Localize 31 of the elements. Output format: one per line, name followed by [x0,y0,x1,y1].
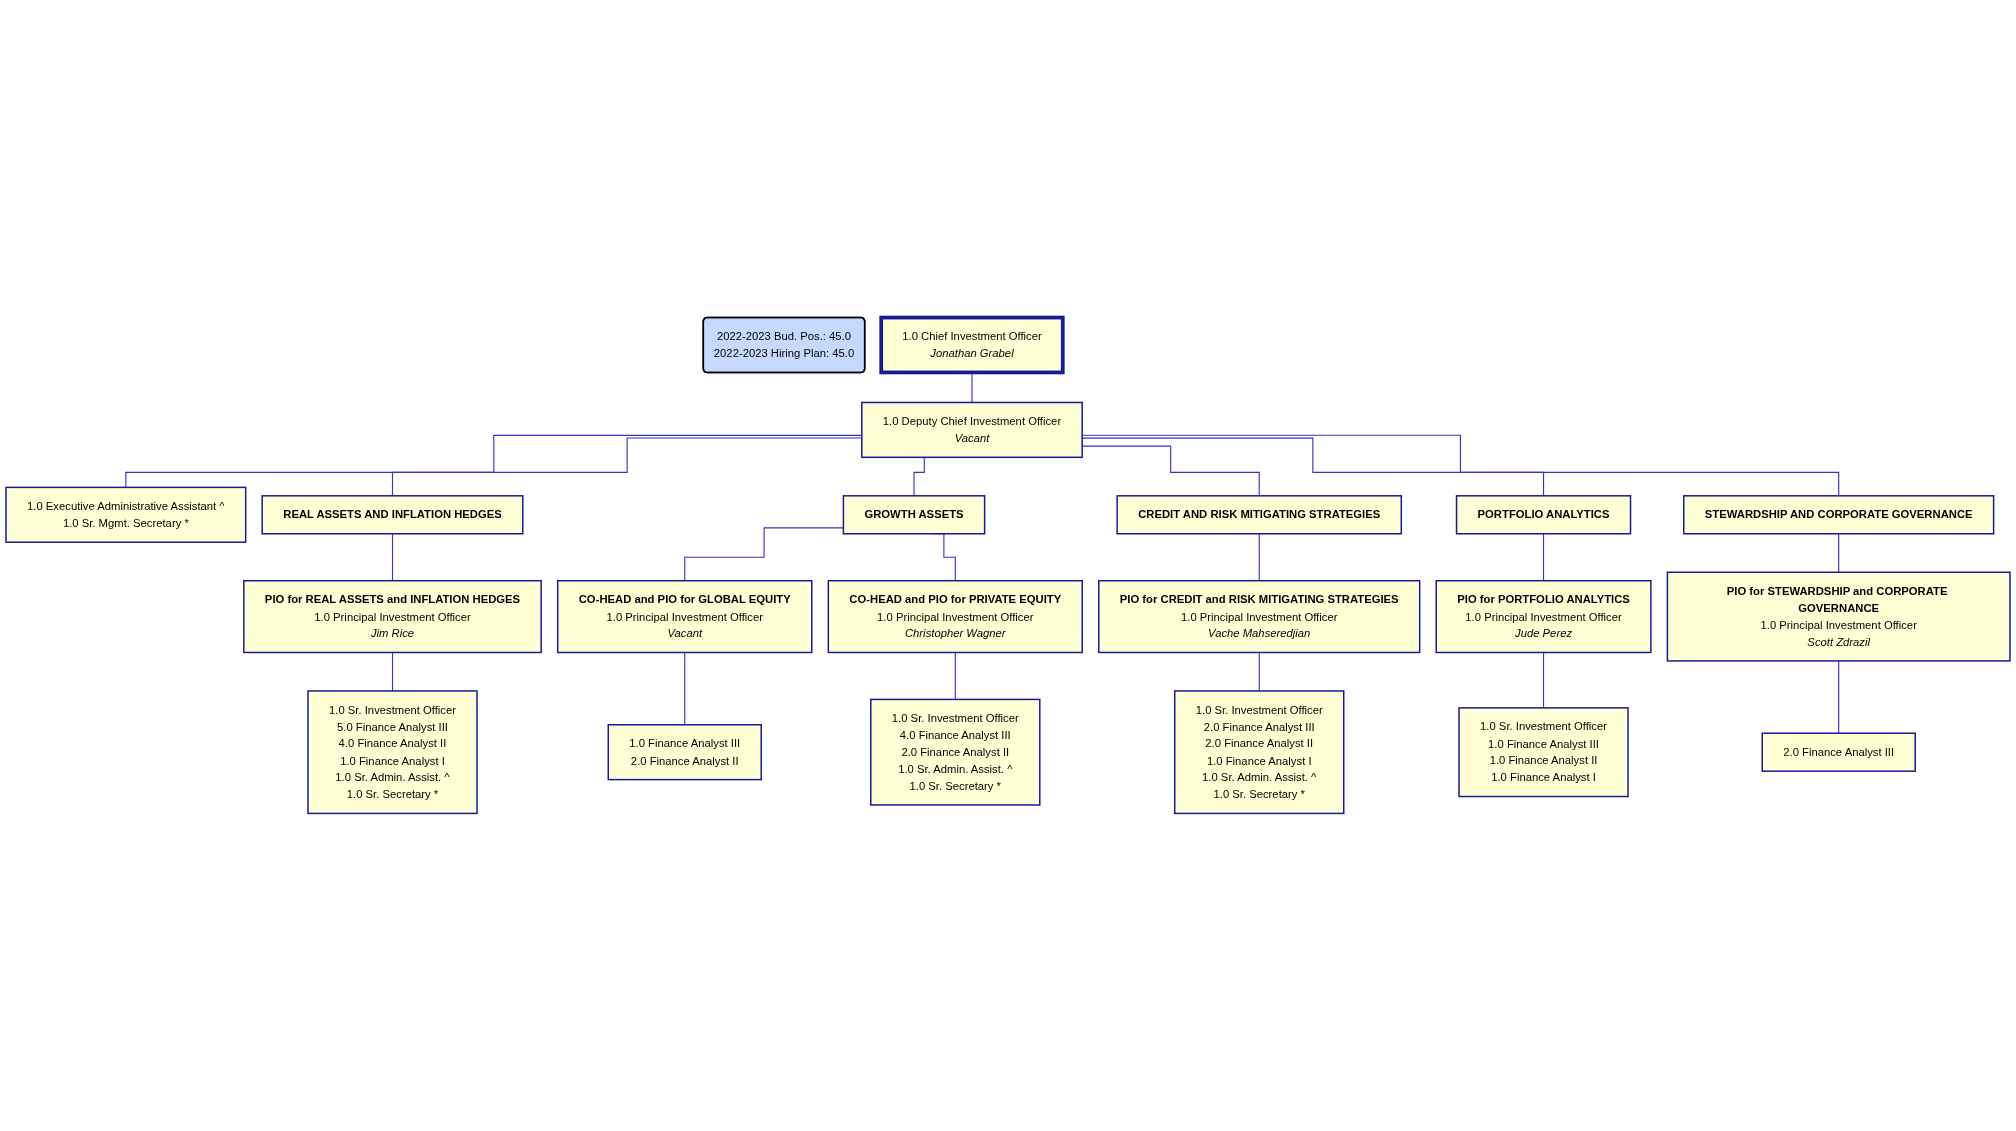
node-box: GROWTH ASSETS [842,495,986,535]
connector [1258,651,1260,692]
node-box: STEWARDSHIP AND CORPORATE GOVERNANCE [1683,495,1995,535]
node-box: 2.0 Finance Analyst III [1761,732,1916,772]
node-box: PIO for PORTFOLIO ANALYTICS 1.0 Principal Investment Officer Jude Perez [1435,579,1652,654]
connector [391,533,394,582]
connector [1838,533,1840,573]
node-box: CREDIT AND RISK MITIGATING STRATEGIES [1116,495,1403,535]
connector [391,651,394,692]
connector [1542,533,1545,582]
connector [684,651,686,726]
node-box: PIO for REAL ASSETS and INFLATION HEDGES 1.0 Principal Investment Officer Jim Rice [243,579,542,654]
node-box: CO-HEAD and PIO for PRIVATE EQUITY 1.0 Principal Investment Officer Christopher Wagner [827,579,1083,654]
node-box: PIO for STEWARDSHIP and CORPORATE GOVERNANCE 1.0 Principal Investment Officer Scott Zdrazil [1666,571,2011,662]
connector [1838,660,1840,734]
node-box: 1.0 Sr. Investment Officer 5.0 Finance Analyst III 4.0 Finance Analyst II 1.0 Finance Analyst I 1.0 Sr. Admin. Assist. ^ 1.0 Sr. Secretary * [307,690,478,815]
node-box: 1.0 Finance Analyst III 2.0 Finance Analyst II [607,724,762,781]
node-box: REAL ASSETS AND INFLATION HEDGES [261,495,524,535]
connector [954,651,956,700]
node-box: 1.0 Deputy Chief Investment Officer Vacant [861,401,1083,459]
connector [1542,651,1545,709]
node-box: CO-HEAD and PIO for GLOBAL EQUITY 1.0 Principal Investment Officer Vacant [556,579,813,654]
node-box: 1.0 Executive Administrative Assistant ^ 1.0 Sr. Mgmt. Secretary * [5,486,247,543]
node-box: 1.0 Sr. Investment Officer 2.0 Finance Analyst III 2.0 Finance Analyst II 1.0 Finance Analyst I 1.0 Sr. Admin. Assist. ^ 1.0 Sr. Secretary * [1173,690,1345,815]
node-box: 1.0 Sr. Investment Officer 4.0 Finance Analyst III 2.0 Finance Analyst II 1.0 Sr. Admin. Assist. ^ 1.0 Sr. Secretary * [870,698,1041,806]
connector [1258,533,1260,582]
node-box: PORTFOLIO ANALYTICS [1455,495,1632,535]
node-box: PIO for CREDIT and RISK MITIGATING STRATEGIES 1.0 Principal Investment Officer Vache Mahseredjian [1098,579,1421,654]
connector [684,527,844,582]
node-box: 1.0 Chief Investment Officer Jonathan Grabel [879,315,1065,375]
node-box: 1.0 Sr. Investment Officer 1.0 Finance Analyst III 1.0 Finance Analyst II 1.0 Finance Analyst I [1458,707,1629,798]
